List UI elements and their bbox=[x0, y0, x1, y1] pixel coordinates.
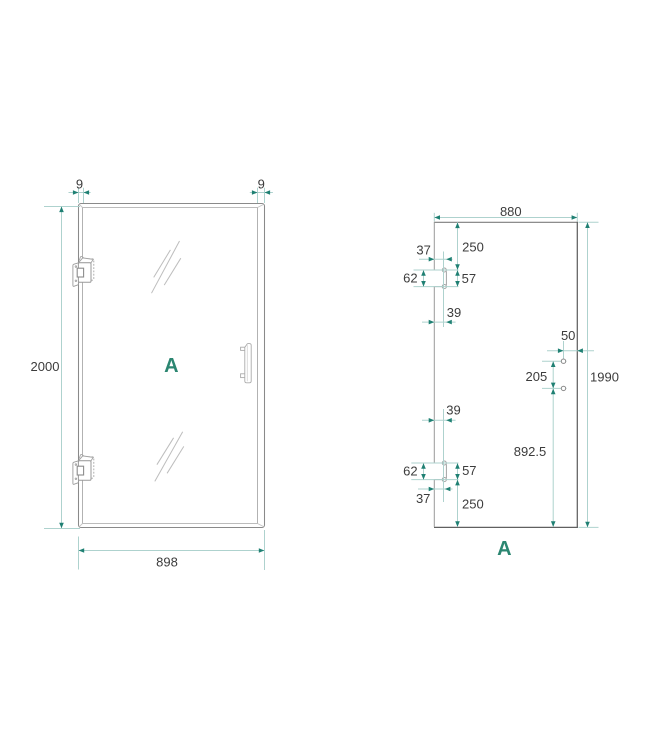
svg-text:37: 37 bbox=[416, 491, 430, 506]
svg-text:57: 57 bbox=[462, 463, 476, 478]
svg-text:62: 62 bbox=[403, 271, 417, 286]
svg-text:9: 9 bbox=[258, 177, 265, 192]
svg-text:9: 9 bbox=[76, 177, 83, 192]
svg-text:2000: 2000 bbox=[31, 359, 60, 374]
svg-text:39: 39 bbox=[446, 403, 460, 418]
svg-text:205: 205 bbox=[526, 369, 548, 384]
svg-text:250: 250 bbox=[462, 497, 484, 512]
svg-text:892.5: 892.5 bbox=[514, 444, 547, 459]
svg-text:A: A bbox=[497, 538, 511, 560]
svg-text:50: 50 bbox=[561, 328, 575, 343]
svg-text:898: 898 bbox=[156, 555, 178, 570]
svg-text:37: 37 bbox=[416, 243, 430, 258]
svg-text:A: A bbox=[164, 355, 178, 377]
svg-text:62: 62 bbox=[403, 464, 417, 479]
svg-text:1990: 1990 bbox=[590, 370, 619, 385]
svg-text:880: 880 bbox=[500, 204, 522, 219]
svg-text:39: 39 bbox=[447, 305, 461, 320]
svg-text:57: 57 bbox=[462, 271, 476, 286]
svg-text:250: 250 bbox=[462, 239, 484, 254]
